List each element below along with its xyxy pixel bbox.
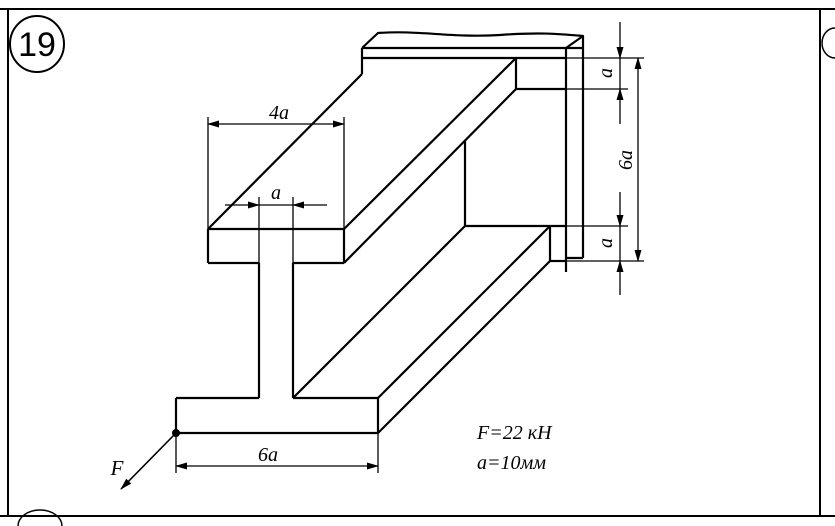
- dimension-right-side: [550, 22, 644, 295]
- dimension-web-thickness: a: [225, 182, 327, 263]
- dimension-top-flange-width: 4a: [207, 102, 345, 229]
- beam-outline: [174, 31, 585, 435]
- problem-number: 19: [18, 26, 56, 64]
- dim-label-6a-height: 6a: [615, 150, 637, 170]
- dim-label-top-flange-a: a: [595, 68, 617, 78]
- given-size: a=10мм: [477, 452, 546, 474]
- dim-label-bottom-flange-a: a: [595, 238, 617, 248]
- frame: [0, 8, 835, 517]
- neighbor-problem-circle-right: [821, 27, 835, 59]
- force-arrow: F: [110, 429, 180, 490]
- given-force: F=22 кН: [476, 422, 553, 444]
- dim-label-6a-bottom: 6a: [258, 444, 278, 466]
- dim-label-web-a: a: [271, 182, 281, 204]
- neighbor-problem-circle-bottom: [17, 509, 63, 526]
- dim-label-4a: 4a: [269, 102, 289, 124]
- problem-number-badge: 19: [9, 15, 65, 73]
- dimension-bottom-flange-width: 6a: [175, 433, 379, 473]
- force-label: F: [110, 456, 124, 480]
